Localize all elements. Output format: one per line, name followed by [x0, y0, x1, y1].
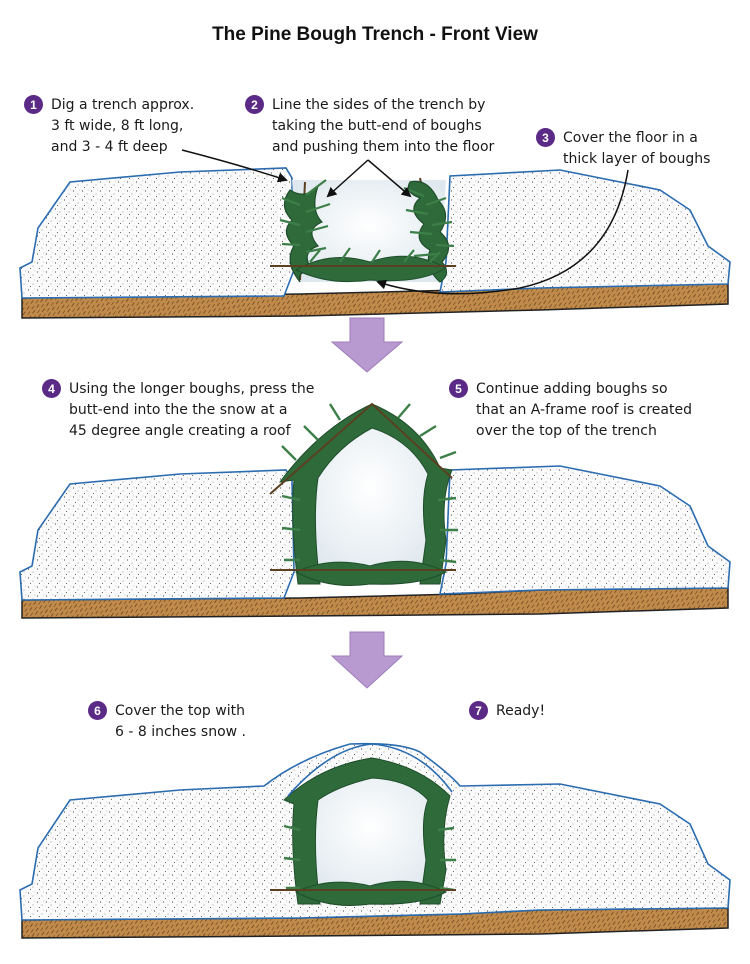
step-1: 1 Dig a trench approx. 3 ft wide, 8 ft l… [24, 95, 194, 158]
snow-bank-left [19, 469, 295, 601]
snow-bank-right [439, 169, 731, 293]
pointer-arrow-2a [326, 159, 369, 198]
boughs-right-wall [403, 177, 455, 283]
soil-layer [21, 587, 729, 619]
diagram-title: The Pine Bough Trench - Front View [212, 24, 538, 45]
step-6: 6 Cover the top with 6 - 8 inches snow . [88, 701, 246, 743]
boughs-a-frame [269, 402, 458, 586]
step-badge: 4 [42, 379, 61, 398]
panel-1-trench [19, 149, 731, 319]
step-7: 7 Ready! [469, 701, 545, 722]
snow-bank-left [19, 167, 295, 299]
pointer-arrow-3 [376, 169, 629, 295]
step-badge: 6 [88, 701, 107, 720]
down-arrow-1 [330, 317, 404, 373]
step-badge: 1 [24, 95, 43, 114]
shelter-void [300, 766, 440, 900]
step-badge: 2 [245, 95, 264, 114]
step-badge: 7 [469, 701, 488, 720]
step-text: Ready! [496, 703, 546, 719]
step-text: Line the sides of the trench by taking t… [272, 97, 495, 155]
step-text: Continue adding boughs so that an A-fram… [476, 381, 692, 439]
step-4: 4 Using the longer boughs, press the but… [42, 379, 314, 442]
panel-2-roof [19, 402, 731, 619]
step-badge: 5 [449, 379, 468, 398]
snow-bank-right [439, 465, 731, 595]
step-badge: 3 [536, 128, 555, 147]
step-3: 3 Cover the floor in a thick layer of bo… [536, 128, 710, 170]
pointer-arrow-1 [181, 149, 288, 183]
soil-layer [21, 281, 729, 319]
boughs-floor [270, 247, 456, 283]
step-text: Cover the floor in a thick layer of boug… [563, 130, 711, 167]
step-text: Using the longer boughs, press the butt-… [69, 381, 315, 439]
step-2: 2 Line the sides of the trench by taking… [245, 95, 494, 158]
step-5: 5 Continue adding boughs so that an A-fr… [449, 379, 692, 442]
pointer-arrow-2b [367, 159, 412, 198]
panel-3-covered [19, 742, 731, 939]
down-arrow-2 [330, 631, 404, 689]
boughs-covered-frame [270, 757, 456, 906]
step-text: Cover the top with 6 - 8 inches snow . [115, 703, 246, 740]
step-text: Dig a trench approx. 3 ft wide, 8 ft lon… [51, 97, 195, 155]
snow-roof-outline [287, 743, 453, 797]
